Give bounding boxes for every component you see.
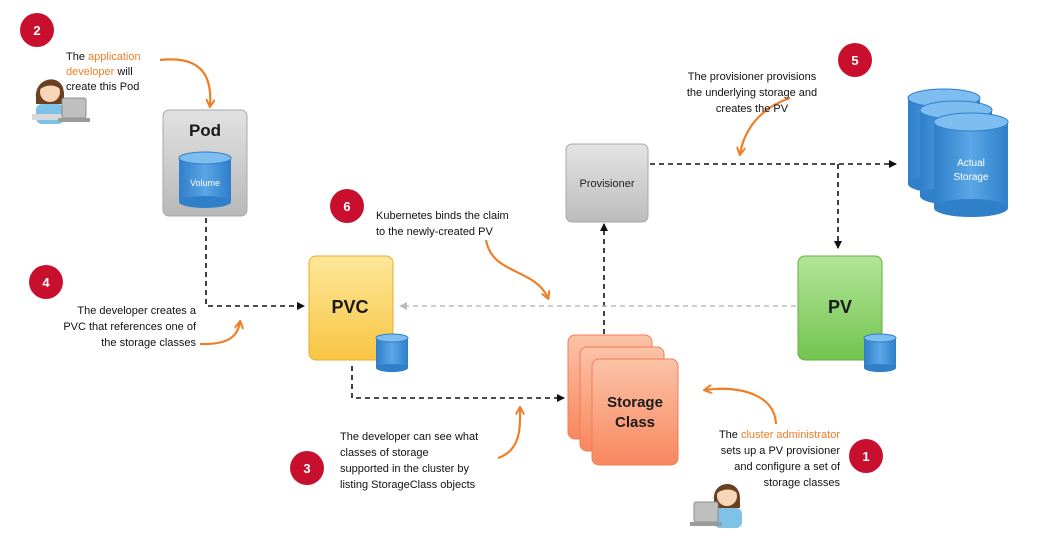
svg-text:sets up a PV provisioner: sets up a PV provisioner (721, 445, 841, 457)
provisioner-label: Provisioner (579, 178, 634, 190)
step-2-note: The application developer will create th… (66, 51, 141, 93)
step-2-arrow (159, 58, 210, 106)
step-3-arrow (497, 408, 520, 460)
pod-to-pvc-connector (205, 218, 305, 310)
pod-volume-label: Volume (190, 178, 220, 188)
storage-class-label-line1: Storage (607, 394, 663, 411)
step-4-arrow (199, 322, 240, 346)
step-3-note: The developer can see what classes of st… (340, 431, 478, 491)
actual-storage-label-line2: Storage (953, 172, 988, 183)
svg-text:The cluster administrator: The cluster administrator (719, 429, 840, 441)
flow-connectors (205, 160, 897, 402)
step-3-badge: 3 (290, 451, 324, 485)
svg-text:the storage classes: the storage classes (101, 337, 196, 349)
step-5-arrow (740, 96, 791, 154)
step-4-badge: 4 (29, 265, 63, 299)
svg-text:1: 1 (862, 449, 869, 464)
svg-text:and configure a set of: and configure a set of (734, 461, 841, 473)
svg-text:create this Pod: create this Pod (66, 81, 139, 93)
svg-text:supported in the cluster by: supported in the cluster by (340, 463, 470, 475)
administrator-avatar-icon (690, 483, 742, 528)
step-6-badge: 6 (330, 189, 364, 223)
svg-text:classes of storage: classes of storage (340, 447, 429, 459)
svg-text:listing StorageClass objects: listing StorageClass objects (340, 479, 476, 491)
storage-class-label-line2: Class (615, 414, 655, 431)
actual-storage-label-line1: Actual (957, 158, 985, 169)
step-5-badge: 5 (838, 43, 872, 77)
pv-box: PV (797, 255, 897, 372)
step-6-arrow (484, 239, 548, 298)
svg-text:6: 6 (343, 199, 350, 214)
svg-text:storage classes: storage classes (764, 477, 841, 489)
pvc-storage-cylinder-icon (375, 333, 409, 372)
pv-label: PV (828, 297, 852, 317)
actual-storage-cylinders-icon: Actual Storage (907, 88, 1009, 217)
pod-label: Pod (189, 121, 221, 140)
provisioner-box: Provisioner (565, 143, 649, 223)
svg-text:The application: The application (66, 51, 141, 63)
svg-text:2: 2 (33, 23, 40, 38)
svg-text:Kubernetes binds the claim: Kubernetes binds the claim (376, 210, 509, 222)
pv-storage-cylinder-icon (863, 333, 897, 372)
step-1-note: The cluster administrator sets up a PV p… (719, 429, 841, 489)
step-2-badge: 2 (20, 13, 54, 47)
step-1-badge: 1 (849, 439, 883, 473)
pvc-box: PVC (308, 255, 409, 372)
svg-text:The provisioner provisions: The provisioner provisions (688, 71, 817, 83)
svg-text:4: 4 (42, 275, 50, 290)
pvc-label: PVC (331, 297, 368, 317)
svg-text:creates the PV: creates the PV (716, 103, 789, 115)
svg-text:The developer can see what: The developer can see what (340, 431, 478, 443)
step-5-note: The provisioner provisions the underlyin… (687, 71, 817, 115)
developer-avatar-icon (32, 79, 90, 124)
svg-text:the underlying storage and: the underlying storage and (687, 87, 817, 99)
svg-text:to the newly-created PV: to the newly-created PV (376, 226, 493, 238)
svg-text:5: 5 (851, 53, 858, 68)
step-6-note: Kubernetes binds the claim to the newly-… (376, 210, 509, 238)
svg-text:PVC that references one of: PVC that references one of (63, 321, 197, 333)
pvc-to-storage-class-connector (351, 366, 565, 402)
svg-text:3: 3 (303, 461, 310, 476)
svg-text:developer will: developer will (66, 66, 133, 78)
svg-text:The developer creates a: The developer creates a (77, 305, 197, 317)
step-4-note: The developer creates a PVC that referen… (63, 305, 197, 349)
storage-class-stack: Storage Class (567, 334, 679, 466)
step-1-arrow (705, 389, 778, 425)
annotation-arrows (159, 58, 791, 460)
pod-volume-cylinder-icon: Volume (178, 151, 232, 208)
pod-box: Pod Volume (162, 109, 248, 217)
